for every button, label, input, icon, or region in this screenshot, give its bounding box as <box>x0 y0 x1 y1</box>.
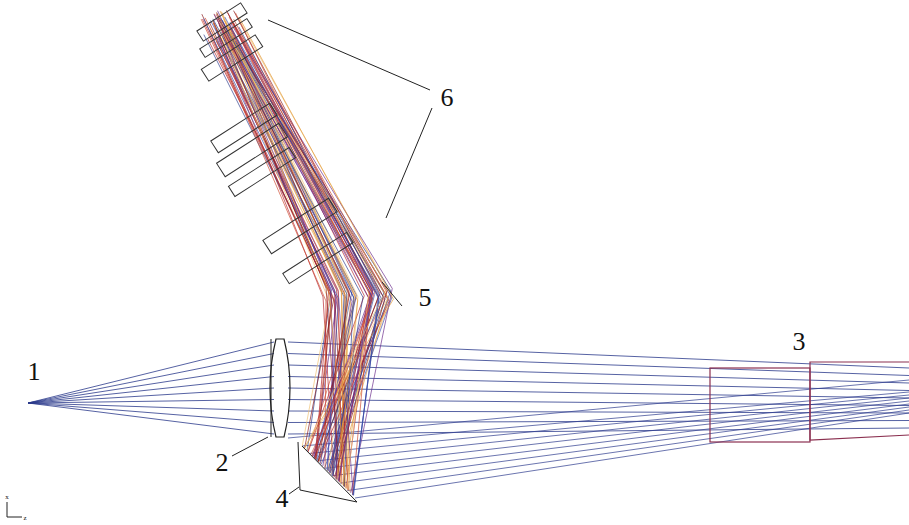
ray <box>213 19 363 476</box>
ray <box>223 25 370 456</box>
leader-line <box>386 108 432 218</box>
ray <box>201 19 331 458</box>
housing <box>810 362 909 440</box>
ray <box>347 410 909 491</box>
ray <box>28 354 274 404</box>
ray <box>232 21 371 478</box>
ray <box>355 413 909 498</box>
ray <box>216 13 368 489</box>
ray <box>28 403 274 423</box>
ray <box>28 400 274 404</box>
ray <box>28 377 274 404</box>
ray <box>288 380 909 438</box>
lens <box>270 339 290 437</box>
ray <box>28 388 274 403</box>
ray <box>214 14 349 464</box>
ray <box>28 403 274 411</box>
ray <box>208 39 348 490</box>
leader-lines <box>232 20 432 494</box>
callout-number: 3 <box>793 329 806 355</box>
ray <box>231 40 387 448</box>
lens <box>201 35 262 81</box>
callout-number: 1 <box>28 359 41 385</box>
lens-edge <box>271 339 272 437</box>
ray <box>213 22 351 480</box>
ray <box>223 14 358 485</box>
ray <box>28 403 274 434</box>
callout-number: 4 <box>276 486 289 512</box>
ray <box>204 19 339 470</box>
ray <box>288 388 909 398</box>
ray <box>217 12 350 461</box>
ray <box>229 17 372 456</box>
ray <box>229 27 370 495</box>
ray <box>235 41 379 494</box>
leader-line <box>268 20 430 90</box>
axis-indicator <box>7 502 22 517</box>
lens <box>283 232 353 283</box>
callout-number: 2 <box>216 450 229 476</box>
callout-number: 6 <box>441 85 454 111</box>
ray <box>340 407 909 483</box>
ray <box>213 20 334 448</box>
ray <box>28 342 274 403</box>
ray <box>288 365 909 383</box>
ray <box>220 11 358 479</box>
mirror <box>298 442 357 502</box>
ray <box>288 421 909 423</box>
ray <box>288 354 909 376</box>
ray <box>28 365 274 403</box>
axis-label: x <box>5 494 9 501</box>
ray <box>217 41 354 495</box>
lens <box>217 123 288 176</box>
axis-label: z <box>23 515 26 522</box>
optical-elements <box>7 3 909 517</box>
leader-line <box>232 437 268 456</box>
ray <box>214 14 371 481</box>
ray-bundle <box>28 10 909 498</box>
lens <box>200 19 253 58</box>
fold-mirror <box>382 282 402 306</box>
callout-number: 5 <box>419 285 432 311</box>
ray <box>310 395 909 453</box>
ray <box>325 401 909 468</box>
ray <box>224 23 337 480</box>
ray <box>216 29 347 475</box>
leader-line <box>289 487 299 494</box>
ray <box>225 17 379 495</box>
optical-block <box>710 368 810 442</box>
ray <box>222 20 353 486</box>
lens <box>228 148 295 197</box>
